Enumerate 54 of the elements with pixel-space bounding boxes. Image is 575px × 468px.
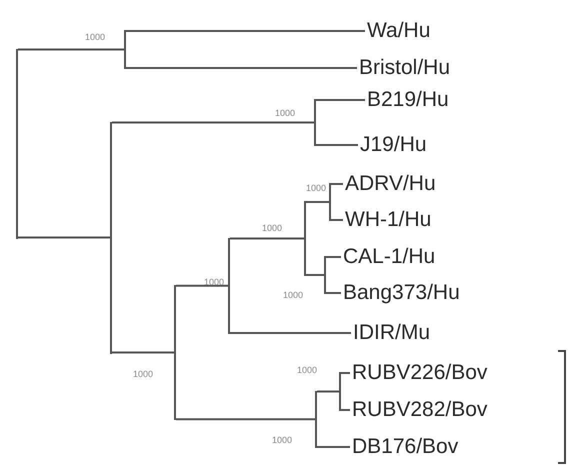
branch-line xyxy=(317,446,350,448)
bootstrap-value: 1000 xyxy=(262,223,282,233)
branch-line xyxy=(317,390,339,392)
taxon-label: Bang373/Hu xyxy=(343,281,460,305)
branch-line xyxy=(341,372,350,374)
branch-line xyxy=(326,292,341,294)
branch-line xyxy=(329,183,331,221)
bootstrap-value: 1000 xyxy=(283,290,304,300)
taxon-label: B219/Hu xyxy=(367,88,449,112)
branch-line xyxy=(331,219,343,221)
branch-line xyxy=(316,144,358,146)
branch-line xyxy=(304,201,306,276)
branch-line xyxy=(331,183,343,185)
branch-line xyxy=(176,284,228,287)
branch-line xyxy=(316,99,365,101)
branch-line xyxy=(314,99,316,146)
branch-line xyxy=(112,122,314,124)
branch-line xyxy=(306,274,324,276)
bootstrap-value: 1000 xyxy=(133,369,154,379)
taxon-label: RUBV282/Bov xyxy=(352,398,488,422)
taxon-label: DB176/Bov xyxy=(352,435,458,459)
taxon-label: J19/Hu xyxy=(360,133,427,157)
branch-line xyxy=(18,48,124,50)
branch-line xyxy=(174,284,176,420)
branch-line xyxy=(341,409,350,411)
branch-line xyxy=(339,372,341,411)
taxon-label: Bristol/Hu xyxy=(359,56,450,80)
branch-line xyxy=(306,201,329,203)
branch-line xyxy=(324,256,326,294)
bootstrap-value: 1000 xyxy=(306,183,326,193)
taxon-label: Wa/Hu xyxy=(367,19,430,43)
branch-line xyxy=(230,332,351,334)
branch-line xyxy=(112,352,174,354)
bootstrap-value: 1000 xyxy=(85,32,106,42)
taxon-label: CAL-1/Hu xyxy=(343,245,436,269)
branch-line xyxy=(110,122,112,354)
branch-line xyxy=(126,67,357,69)
taxon-label: IDIR/Mu xyxy=(353,321,430,345)
branch-line xyxy=(228,238,230,334)
branch-line xyxy=(176,418,315,420)
bootstrap-value: 1000 xyxy=(275,108,296,118)
branch-line xyxy=(230,238,304,240)
taxon-label: RUBV226/Bov xyxy=(352,361,488,385)
taxon-label: WH-1/Hu xyxy=(345,208,432,232)
branch-line xyxy=(315,390,317,448)
taxon-label: ADRV/Hu xyxy=(345,172,436,196)
branch-line xyxy=(16,48,18,238)
branch-line xyxy=(18,236,110,238)
bootstrap-value: 1000 xyxy=(204,277,224,287)
bootstrap-value: 1000 xyxy=(272,435,292,445)
branch-line xyxy=(124,30,126,69)
bootstrap-value: 1000 xyxy=(297,365,318,375)
branch-line xyxy=(326,256,341,258)
branch-line xyxy=(126,30,365,32)
